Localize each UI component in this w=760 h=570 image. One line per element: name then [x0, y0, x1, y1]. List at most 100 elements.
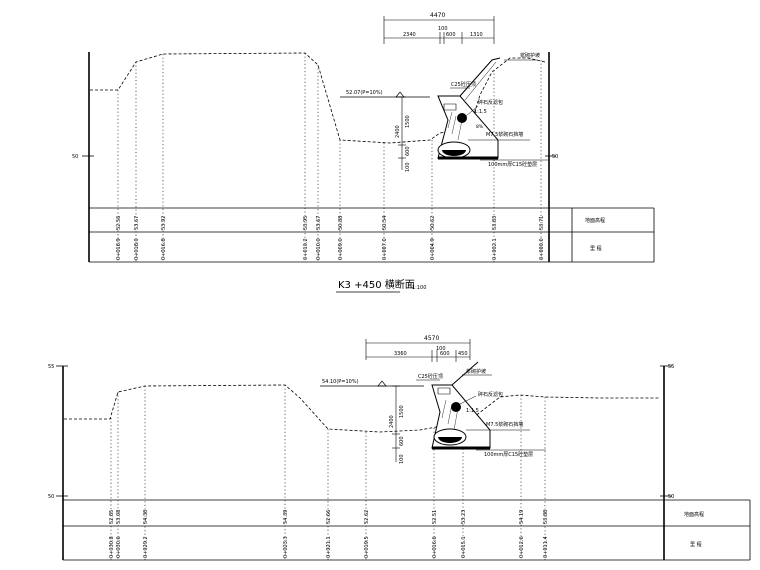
distance-label-5: 0+019.5: [364, 536, 370, 558]
water-level-mark: 54.10(P=10%): [320, 379, 424, 387]
svg-text:600: 600: [399, 436, 405, 446]
distance-label-2: 0+029.2: [143, 536, 149, 558]
label-ratio: 1:1.5: [466, 408, 479, 414]
section-scale: 1:100: [412, 285, 426, 291]
legend-elevation: 地面高程: [684, 511, 704, 518]
station-lines: [110, 385, 546, 560]
svg-text:100: 100: [399, 454, 405, 464]
label-masonry-wall: M7.5浆砌石挡墙: [486, 421, 523, 428]
elevation-label-7: 50.62: [430, 216, 436, 230]
retaining-wall: [431, 361, 491, 450]
svg-text:600: 600: [440, 351, 450, 357]
elevation-label-1: 53.67: [134, 216, 140, 230]
elevation-label-4: 53.67: [316, 216, 322, 230]
wall-callouts: C25砼压顶 浆砌护坡 碎石反滤包 1:1.5 M7.5浆砌石挡墙 100mm厚…: [416, 368, 546, 458]
svg-text:50: 50: [48, 494, 54, 500]
label-filter: 碎石反滤包: [478, 391, 503, 398]
distance-label-4: 0+010.0: [316, 238, 322, 260]
svg-text:2400: 2400: [395, 125, 401, 138]
legend-mileage: 里 程: [590, 245, 602, 252]
distance-label-1: 0+018.0: [134, 238, 140, 260]
wall-vertical-dims: 2400 1500 600 100: [395, 96, 411, 172]
distance-label-3: 0+010.2: [303, 238, 309, 260]
label-filter: 碎石反滤包: [478, 99, 503, 106]
label-cushion: 100mm厚C15砼垫层: [488, 161, 537, 168]
ground-profile: [64, 384, 660, 433]
distance-label-6: 0+007.0: [382, 238, 388, 260]
elevation-label-8: 54.19: [519, 510, 525, 524]
distance-label-9: 0+011.4: [543, 536, 549, 558]
elevation-label-0: 52.85: [109, 510, 115, 524]
distance-label-3: 0+023.3: [283, 536, 289, 558]
elevation-label-2: 53.92: [161, 216, 167, 230]
distance-label-5: 0+009.0: [338, 238, 344, 260]
wall-callouts: C25砼压顶 浆砌护坡 碎石反滤包 1:1.5 8% M7.5浆砌石挡墙 100…: [450, 52, 548, 168]
svg-text:4470: 4470: [430, 12, 445, 19]
distance-label-1: 0+030.6: [116, 536, 122, 558]
top-dimensions: 4570 100 3360 600 450: [365, 335, 471, 362]
svg-text:55: 55: [668, 364, 674, 370]
wall-vertical-dims: 2400 1500 600 100: [389, 385, 405, 464]
elev-mark-right: 50: [552, 154, 558, 160]
profile-distances: 0+018.9 0+018.0 0+016.8 0+010.2 0+010.0 0+009…: [116, 238, 545, 260]
svg-text:1310: 1310: [470, 32, 483, 38]
label-masonry-wall: M7.5浆砌石挡墙: [486, 131, 523, 138]
distance-label-0: 0+030.8: [109, 536, 115, 558]
distance-label-6: 0+016.6: [432, 536, 438, 558]
svg-text:50: 50: [668, 494, 674, 500]
svg-text:3360: 3360: [394, 351, 407, 357]
distance-label-8: 0+012.6: [519, 536, 525, 558]
distance-label-7: 0+015.1: [461, 536, 467, 558]
elevation-label-5: 50.88: [338, 216, 344, 230]
label-ratio: 1:1.5: [474, 109, 487, 115]
svg-text:600: 600: [405, 146, 411, 156]
svg-text:100: 100: [438, 26, 448, 32]
distance-label-2: 0+016.8: [161, 238, 167, 260]
elevation-label-9: 53.71: [539, 216, 545, 230]
elevation-label-8: 53.83: [492, 216, 498, 230]
flood-level-label: 52.07(P=10%): [346, 90, 383, 96]
elevation-label-0: 52.56: [116, 216, 122, 230]
distance-label-4: 0+021.1: [326, 536, 332, 558]
elevation-label-6: 50.54: [382, 216, 388, 230]
svg-text:100: 100: [436, 346, 446, 352]
distance-label-9: 0+000.0: [539, 238, 545, 260]
svg-text:2340: 2340: [403, 32, 416, 38]
retaining-wall: [437, 57, 501, 160]
flood-level-label: 54.10(P=10%): [322, 379, 359, 385]
label-coping: C25砼压顶: [451, 81, 476, 88]
svg-text:4570: 4570: [424, 335, 439, 342]
distance-label-0: 0+018.9: [116, 238, 122, 260]
distance-label-7: 0+004.9: [430, 238, 436, 260]
svg-text:55: 55: [48, 364, 54, 370]
elevation-label-5: 52.62: [364, 510, 370, 524]
elev-mark-left: 50: [72, 154, 78, 160]
elevation-label-4: 52.66: [326, 510, 332, 524]
svg-text:100: 100: [405, 162, 411, 172]
elevation-label-7: 53.23: [461, 510, 467, 524]
svg-text:450: 450: [458, 351, 468, 357]
ground-profile: [90, 52, 546, 144]
distance-label-8: 0+002.1: [492, 238, 498, 260]
svg-text:1500: 1500: [405, 115, 411, 128]
label-slope-pct: 8%: [476, 124, 484, 130]
elevation-label-2: 54.38: [143, 510, 149, 524]
legend-mileage: 里 程: [690, 541, 702, 548]
svg-text:1500: 1500: [399, 405, 405, 418]
station-lines: [117, 53, 542, 262]
legend-elevation: 地面高程: [585, 217, 605, 224]
elevation-label-6: 52.51: [432, 510, 438, 524]
water-level-mark: 52.07(P=10%): [340, 90, 430, 98]
label-slope-protection: 浆砌护坡: [466, 368, 486, 375]
elevation-label-9: 53.88: [543, 510, 549, 524]
section-title: K3 +450 横断面: [338, 278, 415, 291]
elevation-label-3: 53.95: [303, 216, 309, 230]
label-cushion: 100mm厚C15砼垫层: [484, 451, 533, 458]
svg-text:600: 600: [446, 32, 456, 38]
bottom-cross-section: 55 50 55 50 4570 10: [48, 335, 751, 561]
profile-elevations: 52.56 53.67 53.92 53.95 53.67 50.88 50.54 50.62…: [116, 216, 545, 230]
